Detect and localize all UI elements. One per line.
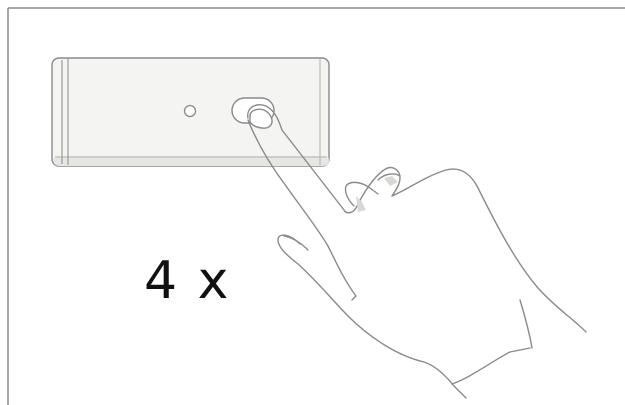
- device-icon: [52, 58, 329, 166]
- press-count-label: 4 x: [144, 255, 230, 307]
- indicator-light-icon: [185, 106, 196, 117]
